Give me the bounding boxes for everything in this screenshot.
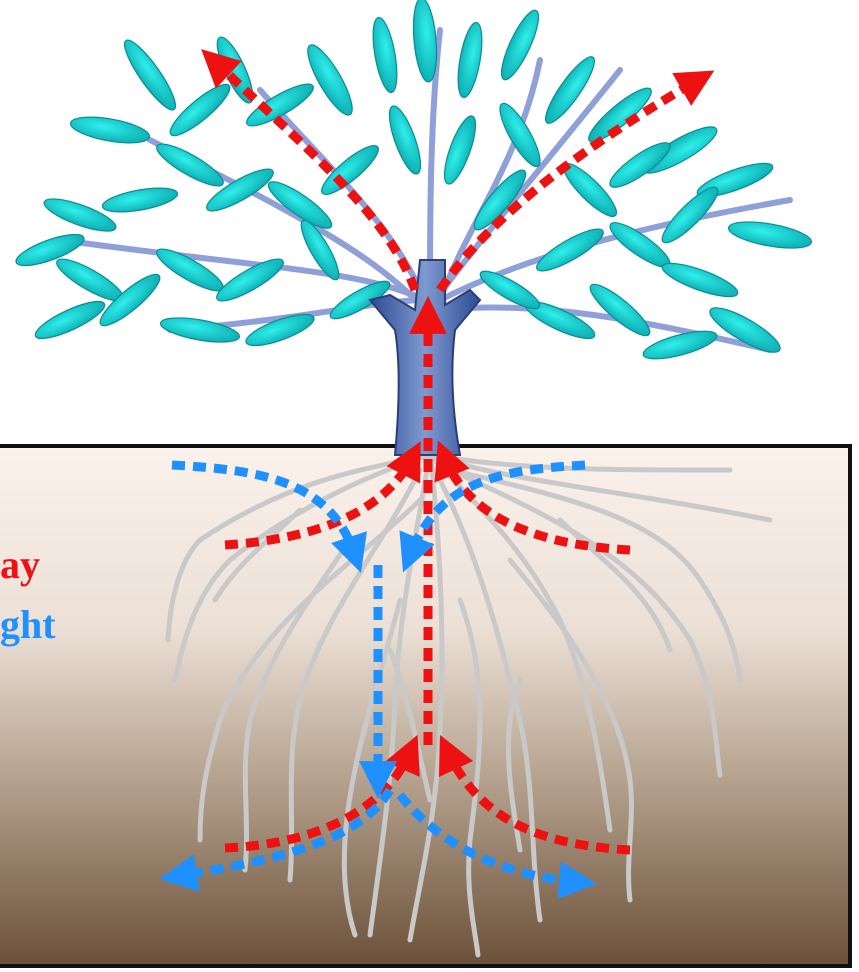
night-label: ght <box>0 605 56 645</box>
day-label: ay <box>0 545 40 585</box>
